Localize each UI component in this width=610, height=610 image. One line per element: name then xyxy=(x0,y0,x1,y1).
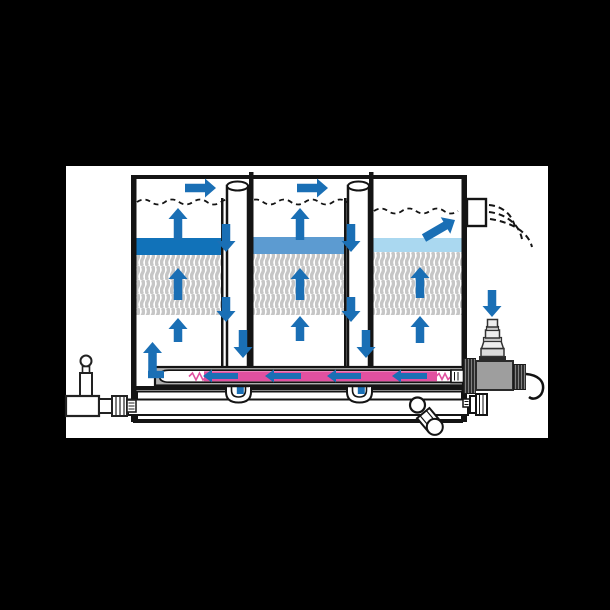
uv-lamp-end-connector xyxy=(450,369,465,384)
flow-arrow-up-chamber1-top xyxy=(168,208,188,240)
base-bottom-bar xyxy=(136,414,463,421)
tank-left-wall xyxy=(131,175,137,422)
valve-coupler xyxy=(98,398,113,414)
flow-arrow-down-pipe1-mid xyxy=(216,297,236,322)
flow-arrow-up-chamber1-bottom xyxy=(168,318,188,342)
diagram-shapes-layer xyxy=(64,166,548,438)
flow-arrow-down-pipe2-mid xyxy=(341,297,361,322)
inlet-cylinder-1 xyxy=(484,329,501,339)
tank-top-edge xyxy=(131,175,467,179)
uv-lamp-glow xyxy=(204,371,437,382)
valve-lever-knob xyxy=(79,354,93,368)
flow-arrow-down-inlet xyxy=(482,290,502,317)
tank-right-wall xyxy=(461,175,467,422)
flow-fragment-stub-1 xyxy=(236,386,244,394)
outlet-spray-line-2 xyxy=(488,211,523,240)
flow-arrow-down-pipe2-bottom xyxy=(356,330,376,358)
inlet-taper xyxy=(480,340,505,350)
baffle-plate-1 xyxy=(221,198,224,369)
flow-arrow-down-pipe1-bottom xyxy=(233,330,253,358)
flow-arrow-left-lamp-3 xyxy=(327,369,361,383)
standpipe-2-top xyxy=(347,180,370,192)
uv-lamp-filament-left xyxy=(188,371,208,382)
uv-union-nut-right xyxy=(513,364,526,390)
flow-arrow-up-chamber3-media xyxy=(410,267,430,298)
standpipe-1 xyxy=(225,184,250,388)
flow-arrow-up-chamber3-bottom xyxy=(410,316,430,343)
uv-lamp-filament-right xyxy=(435,371,452,382)
water-band-chamber-1 xyxy=(136,238,221,255)
divider-wall-2 xyxy=(369,172,374,388)
inlet-base-band xyxy=(479,356,506,362)
divider-wall-1 xyxy=(249,172,254,388)
water-band-chamber-3 xyxy=(373,238,462,252)
outlet-fitting xyxy=(465,197,488,228)
inlet-cylinder-2 xyxy=(486,318,499,328)
standpipe-1-top xyxy=(226,180,249,192)
flow-arrow-up-chamber1-media xyxy=(168,268,188,300)
base-bottom-edge xyxy=(133,419,463,423)
water-band-chamber-2 xyxy=(253,237,344,254)
flow-arrow-down-pipe2-top xyxy=(341,224,361,252)
flow-arrow-diagonal-to-outlet xyxy=(421,217,455,242)
uv-union-nut-left xyxy=(463,358,476,394)
drain-port xyxy=(408,396,427,414)
flow-arrow-up-chamber2-bottom xyxy=(290,316,310,341)
bottom-right-nipple xyxy=(462,398,471,408)
flow-arrow-right-chamber2-surface xyxy=(297,178,328,198)
outlet-spray-line-1 xyxy=(488,204,516,228)
valve-lever-handle xyxy=(79,372,93,399)
drain-cap-face xyxy=(425,417,444,436)
flow-arrow-up-chamber2-media xyxy=(290,268,310,300)
flow-arrow-left-lamp-4 xyxy=(392,369,427,383)
flow-arrow-up-elbow xyxy=(143,342,162,378)
flow-arrow-left-lamp-1 xyxy=(203,369,238,383)
uv-power-cable xyxy=(525,372,545,400)
outlet-spray-line-3 xyxy=(489,218,533,248)
tank-floor xyxy=(131,386,467,390)
flow-arrow-right-chamber1-surface xyxy=(185,178,216,198)
flow-arrow-up-chamber2-top xyxy=(290,208,310,240)
baffle-plate-2 xyxy=(344,198,347,369)
inlet-collar xyxy=(480,347,505,358)
water-surface-line-chamber-3 xyxy=(373,207,459,215)
flow-arrow-left-lamp-2 xyxy=(265,369,301,383)
flow-arrow-down-pipe1-top xyxy=(216,224,236,252)
uv-unit-body xyxy=(475,360,514,391)
flow-fragment-stub-2 xyxy=(357,386,365,394)
valve-body xyxy=(64,394,101,418)
bottom-right-hex-nut xyxy=(475,393,488,416)
